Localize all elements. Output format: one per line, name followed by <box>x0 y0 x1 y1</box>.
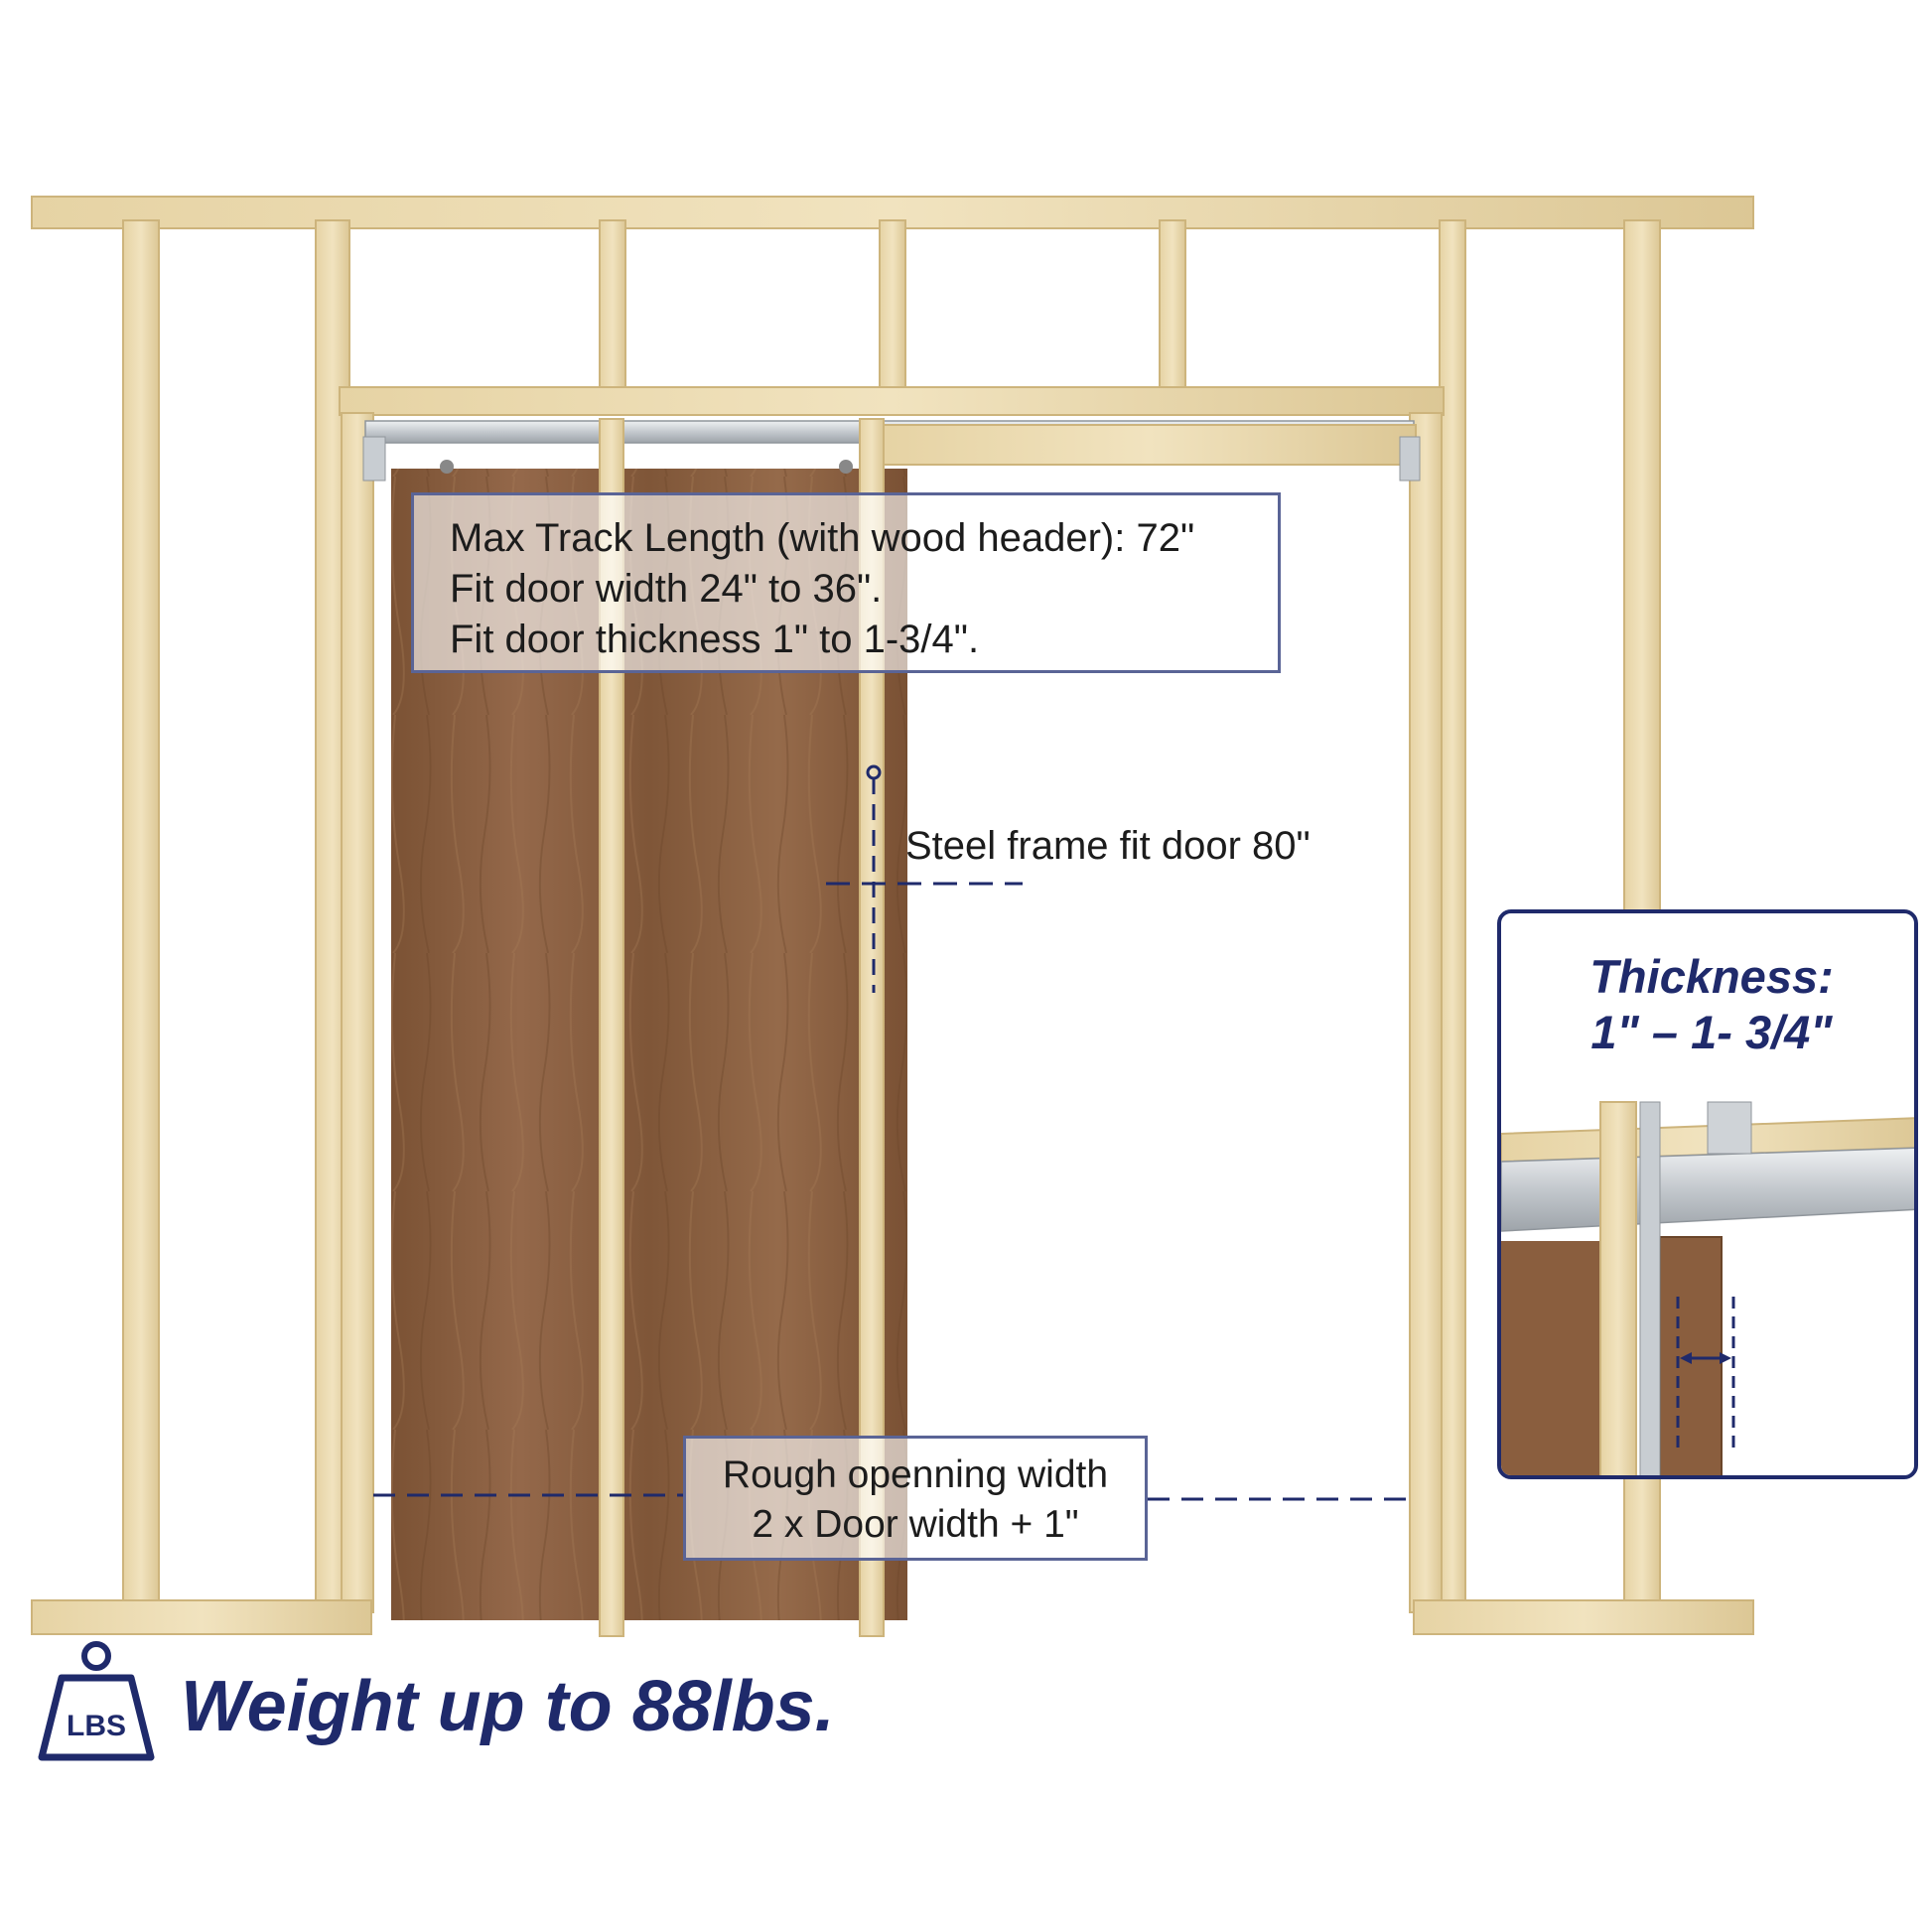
weight-icon-text: LBS <box>67 1710 126 1742</box>
track-bracket <box>1399 436 1421 482</box>
rough-opening-line1: Rough openning width <box>722 1453 1109 1496</box>
thickness-detail-illustration <box>1501 1101 1914 1475</box>
steel-frame-label: Steel frame fit door 80" <box>905 824 1311 868</box>
door-roller <box>839 460 853 474</box>
rough-opening-callout: Rough openning width 2 x Door width + 1" <box>683 1436 1148 1561</box>
steel-frame-dimension <box>826 764 1023 993</box>
rough-opening-dimension <box>373 1493 1410 1501</box>
wood-track-cover <box>883 424 1417 466</box>
track-bracket <box>362 436 386 482</box>
weight-icon: LBS <box>38 1641 155 1761</box>
cripple-stud <box>1159 219 1186 390</box>
track-length-line: Max Track Length (with wood header): 72" <box>450 516 1195 560</box>
door-roller <box>440 460 454 474</box>
jack-stud-right <box>1409 412 1443 1613</box>
cripple-stud <box>879 219 906 390</box>
weight-label: Weight up to 88lbs. <box>181 1667 835 1746</box>
outer-stud-left <box>122 219 160 1613</box>
thickness-title-line2: 1" – 1- 3/4" <box>1590 1006 1833 1058</box>
rough-opening-line2: 2 x Door width + 1" <box>752 1503 1079 1546</box>
track-length-callout: Max Track Length (with wood header): 72"… <box>411 492 1281 673</box>
cripple-stud <box>599 219 626 390</box>
bottom-plate-right <box>1413 1599 1754 1635</box>
bottom-plate-left <box>31 1599 372 1635</box>
door-header <box>339 386 1445 416</box>
thickness-inset: Thickness: 1" – 1- 3/4" <box>1497 909 1918 1479</box>
door-width-line: Fit door width 24" to 36". <box>450 567 883 611</box>
jack-stud-left <box>341 412 374 1613</box>
door-thickness-line: Fit door thickness 1" to 1-3/4". <box>450 618 980 661</box>
thickness-title-line1: Thickness: <box>1589 950 1834 1003</box>
weight-capacity: LBS Weight up to 88lbs. <box>34 1640 927 1763</box>
king-stud-right <box>1439 219 1466 1613</box>
thickness-title: Thickness: 1" – 1- 3/4" <box>1501 949 1914 1060</box>
